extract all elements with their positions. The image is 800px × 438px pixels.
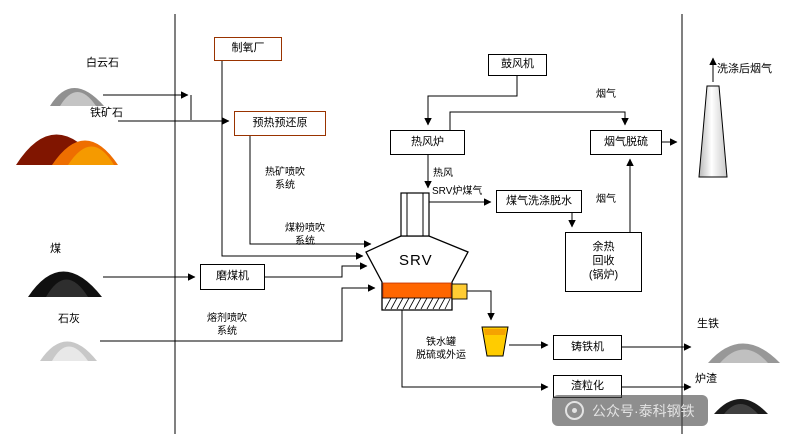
- box-gas-washing-dewatering: 煤气洗涤脱水: [496, 190, 582, 213]
- material-label-coal: 煤: [50, 243, 61, 255]
- label-flux-injection-system: 熔剂喷吹 系统: [207, 313, 247, 337]
- pile-iron-ore: [16, 134, 118, 165]
- pile-slag: [714, 399, 768, 414]
- forehearth-taphole: [451, 283, 468, 300]
- box-pig-iron-casting-machine: 铸铁机: [553, 335, 622, 360]
- camera-lens-icon: [565, 401, 584, 420]
- molten-metal-bath: [382, 282, 452, 299]
- boundary-lines: [174, 14, 683, 434]
- material-label-dolomite: 白云石: [86, 57, 119, 69]
- material-label-iron-ore: 铁矿石: [90, 107, 123, 119]
- pile-lime: [40, 341, 97, 361]
- stack-shape: [698, 85, 728, 178]
- label-coal-powder-injection-system: 煤粉喷吹 系统: [285, 223, 325, 247]
- hearth-hatch: [384, 297, 451, 310]
- hot-metal-ladle-shape: [481, 326, 509, 357]
- pile-dolomite: [50, 88, 104, 106]
- srv-furnace-label: SRV: [399, 252, 433, 269]
- label-hot-ore-injection-system: 热矿喷吹 系统: [265, 167, 305, 191]
- label-pig-iron: 生铁: [697, 318, 719, 330]
- box-flue-gas-desulfurization: 烟气脱硫: [590, 130, 662, 155]
- watermark-text: 公众号·泰科钢铁: [592, 402, 695, 419]
- material-label-lime: 石灰: [58, 313, 80, 325]
- srv-offgas-flue: [400, 192, 430, 237]
- box-oxygen-plant: 制氧厂: [214, 37, 282, 61]
- label-hot-blast: 热风: [433, 168, 453, 179]
- label-slag: 炉渣: [695, 373, 717, 385]
- box-coal-mill: 磨煤机: [200, 264, 265, 290]
- srv-furnace-shape: [365, 192, 469, 311]
- flow-arrows: [100, 57, 717, 391]
- pile-pig-iron: [708, 343, 780, 363]
- watermark-badge: 公众号·泰科钢铁: [552, 395, 708, 426]
- label-flue-gas-stove: 烟气: [596, 89, 616, 100]
- box-preheat-prereduction: 预热预还原: [234, 111, 326, 136]
- label-srv-furnace-gas: SRV炉煤气: [432, 186, 483, 197]
- box-blower: 鼓风机: [488, 54, 547, 76]
- pile-coal: [28, 271, 102, 297]
- box-waste-heat-recovery: 余热 回收 (锅炉): [565, 232, 642, 292]
- box-hot-blast-stove: 热风炉: [390, 130, 465, 155]
- label-flue-gas-boiler: 烟气: [596, 194, 616, 205]
- label-washed-flue-gas: 洗涤后烟气: [717, 63, 772, 75]
- label-hot-metal-ladle-note: 铁水罐 脱硫或外运: [416, 337, 466, 361]
